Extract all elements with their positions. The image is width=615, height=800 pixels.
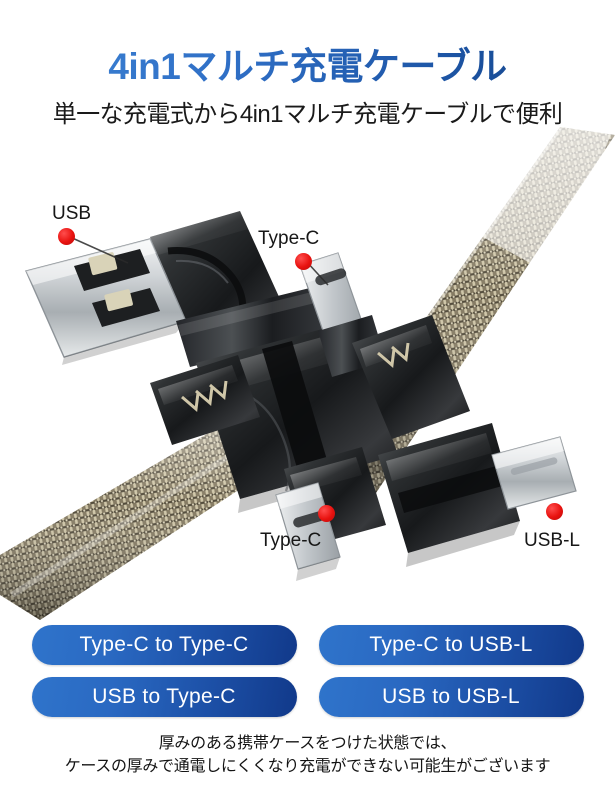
combination-button-group: Type-C to Type-C Type-C to USB-L USB to …	[0, 625, 615, 717]
button-typec-to-usbl[interactable]: Type-C to USB-L	[318, 625, 584, 665]
page-subtitle: 単一な充電式から4in1マルチ充電ケーブルで便利	[52, 101, 563, 128]
typec-tip-top	[299, 252, 386, 377]
marker-dot-typec-top	[295, 253, 312, 270]
typec-tip-bottom	[275, 447, 386, 581]
marker-dot-usb	[58, 228, 75, 245]
usbl-housing	[352, 315, 520, 567]
callout-label-usbl: USB-L	[524, 530, 580, 551]
page-title: 4in1マルチ充電ケーブル	[0, 0, 615, 85]
product-illustration	[0, 125, 615, 620]
lightning-tip	[491, 436, 577, 510]
footnote-line-2: ケースの厚みで通電しにくくなり充電ができない可能生がございます	[64, 758, 551, 776]
cable-braid-lower	[0, 417, 292, 620]
marker-dot-usbl	[546, 503, 563, 520]
header-block: 4in1マルチ充電ケーブル 単一な充電式から4in1マルチ充電ケーブルで便利	[0, 0, 615, 129]
button-typec-to-typec[interactable]: Type-C to Type-C	[31, 625, 297, 665]
button-usb-to-typec[interactable]: USB to Type-C	[31, 677, 297, 717]
usb-a-connector	[25, 238, 187, 365]
callout-label-typec-bottom: Type-C	[260, 530, 322, 551]
footnote: 厚みのある携帯ケースをつけた状態では、 ケースの厚みで通電しにくくなり充電ができ…	[0, 732, 615, 778]
product-photo	[0, 125, 615, 620]
button-usb-to-usbl[interactable]: USB to USB-L	[318, 677, 584, 717]
footnote-line-1: 厚みのある携帯ケースをつけた状態では、	[158, 735, 457, 752]
callout-label-typec-top: Type-C	[258, 228, 320, 249]
callout-label-usb: USB	[52, 203, 92, 224]
marker-dot-typec-bottom	[318, 505, 335, 522]
adapter-sleeve-left	[150, 355, 260, 445]
